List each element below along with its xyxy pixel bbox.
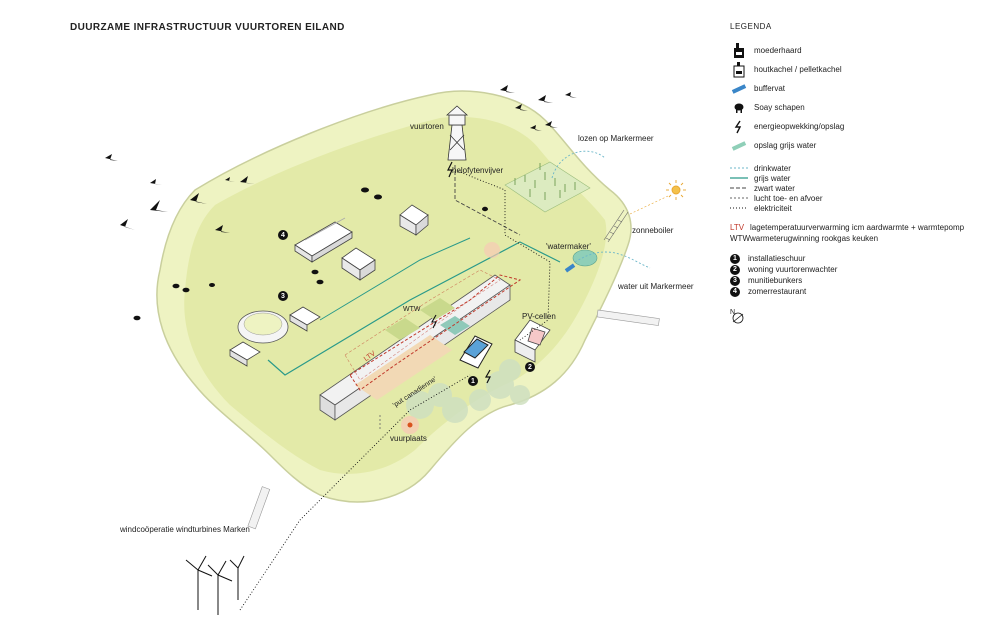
sheep-icon	[730, 100, 748, 116]
label-pv-cellen: PV-cellen	[522, 312, 556, 321]
tree-cluster	[406, 359, 530, 423]
legend-item-buffervat: buffervat	[730, 79, 992, 98]
sun-icon	[666, 180, 686, 200]
building-house-b	[341, 247, 376, 281]
legend-number-4: 4 zomerrestaurant	[730, 286, 992, 297]
zwart-water-line	[454, 165, 521, 236]
label-wtw: WTW	[403, 306, 421, 313]
building-house-a	[399, 204, 429, 236]
label-vuurplaats: vuurplaats	[390, 434, 427, 443]
legend-title: LEGENDA	[730, 22, 772, 31]
legend-line-elektriciteit: elektriciteit	[730, 203, 792, 213]
lozen-line	[551, 150, 606, 179]
building-installatieschuur	[459, 335, 493, 369]
legend-item-houtkachel: houtkachel / pelletkachel	[730, 60, 992, 79]
marker-1: 1	[468, 376, 478, 386]
label-helofytenvijver: helofytenvijver	[452, 166, 504, 175]
page-title: DUURZAME INFRASTRUCTUUR VUURTOREN EILAND	[70, 22, 345, 33]
cistern	[237, 310, 289, 344]
drinkwater-line	[574, 251, 651, 269]
ltv-boundary-inner	[344, 269, 501, 381]
marker-2: 2	[525, 362, 535, 372]
wind-turbines-icon	[185, 555, 245, 615]
lightning-icon-vuurtoren	[447, 161, 453, 178]
legend-line-grijs-water: grijs water	[730, 173, 791, 183]
lightning-icon	[730, 119, 748, 135]
vuurtoren-icon	[445, 105, 469, 161]
legend-item-moederhaard: moederhaard	[730, 41, 992, 60]
electricity-line	[239, 374, 471, 611]
grey-water-line-2	[319, 237, 471, 321]
label-water-uit: water uit Markermeer	[618, 282, 694, 291]
zonneboiler-panels	[603, 209, 629, 243]
grey-water-storage-icon	[730, 138, 748, 154]
heat-spot-north	[484, 242, 500, 258]
north-label: N	[730, 309, 736, 316]
marker-4: 4	[278, 230, 288, 240]
marker-3: 3	[278, 291, 288, 301]
legend-number-2: 2 woning vuurtorenwachter	[730, 264, 992, 275]
building-munitiebunker-b	[229, 341, 261, 367]
building-woning	[514, 319, 551, 363]
legend-line-zwart-water: zwart water	[730, 183, 795, 193]
legend-number-1: 1 installatieschuur	[730, 253, 992, 264]
north-arrow-icon	[732, 312, 744, 324]
legend-item-lightning: energieopwekking/opslag	[730, 117, 992, 136]
legend: LEGENDA moederhaard houtkachel / pelletk…	[730, 22, 992, 297]
sheep-icon-group	[133, 187, 488, 321]
building-munitiebunker-a	[289, 306, 321, 332]
legend-item-sheep: Soay schapen	[730, 98, 992, 117]
label-lozen: lozen op Markermeer	[578, 134, 654, 143]
lightning-icon-installatie	[484, 369, 491, 384]
buffervat-icon	[730, 81, 748, 97]
jetty-southwest	[247, 486, 271, 530]
grey-water-line	[267, 241, 561, 376]
legend-line-drinkwater: drinkwater	[730, 163, 791, 173]
legend-item-grey-water-storage: opslag grijs water	[730, 136, 992, 155]
label-zonneboiler: zonneboiler	[632, 226, 674, 235]
sun-ray-line	[629, 195, 669, 215]
lightning-icon-main	[431, 314, 437, 329]
birds-icon	[105, 85, 577, 233]
jetty-east	[596, 309, 660, 326]
label-vuurtoren: vuurtoren	[410, 122, 444, 131]
buffervat-icon	[564, 263, 576, 273]
houtkachel-icon	[730, 61, 748, 78]
moederhaard-icon	[730, 42, 748, 59]
legend-abbr-wtw: WTW warmeterugwinning rookgas keuken	[730, 234, 879, 243]
helofytenvijver-field	[504, 161, 591, 213]
legend-abbr-ltv: LTV lagetemperatuurverwarming icm aardwa…	[730, 223, 965, 232]
label-watermaker: 'watermaker'	[546, 242, 591, 251]
watermaker-pond	[572, 249, 598, 267]
legend-line-lucht: lucht toe- en afvoer	[730, 193, 823, 203]
legend-number-3: 3 munitiebunkers	[730, 275, 992, 286]
label-windcoop: windcoöperatie windturbines Marken	[120, 525, 250, 534]
building-zomerrestaurant	[294, 217, 353, 263]
fire-icon	[407, 422, 413, 428]
